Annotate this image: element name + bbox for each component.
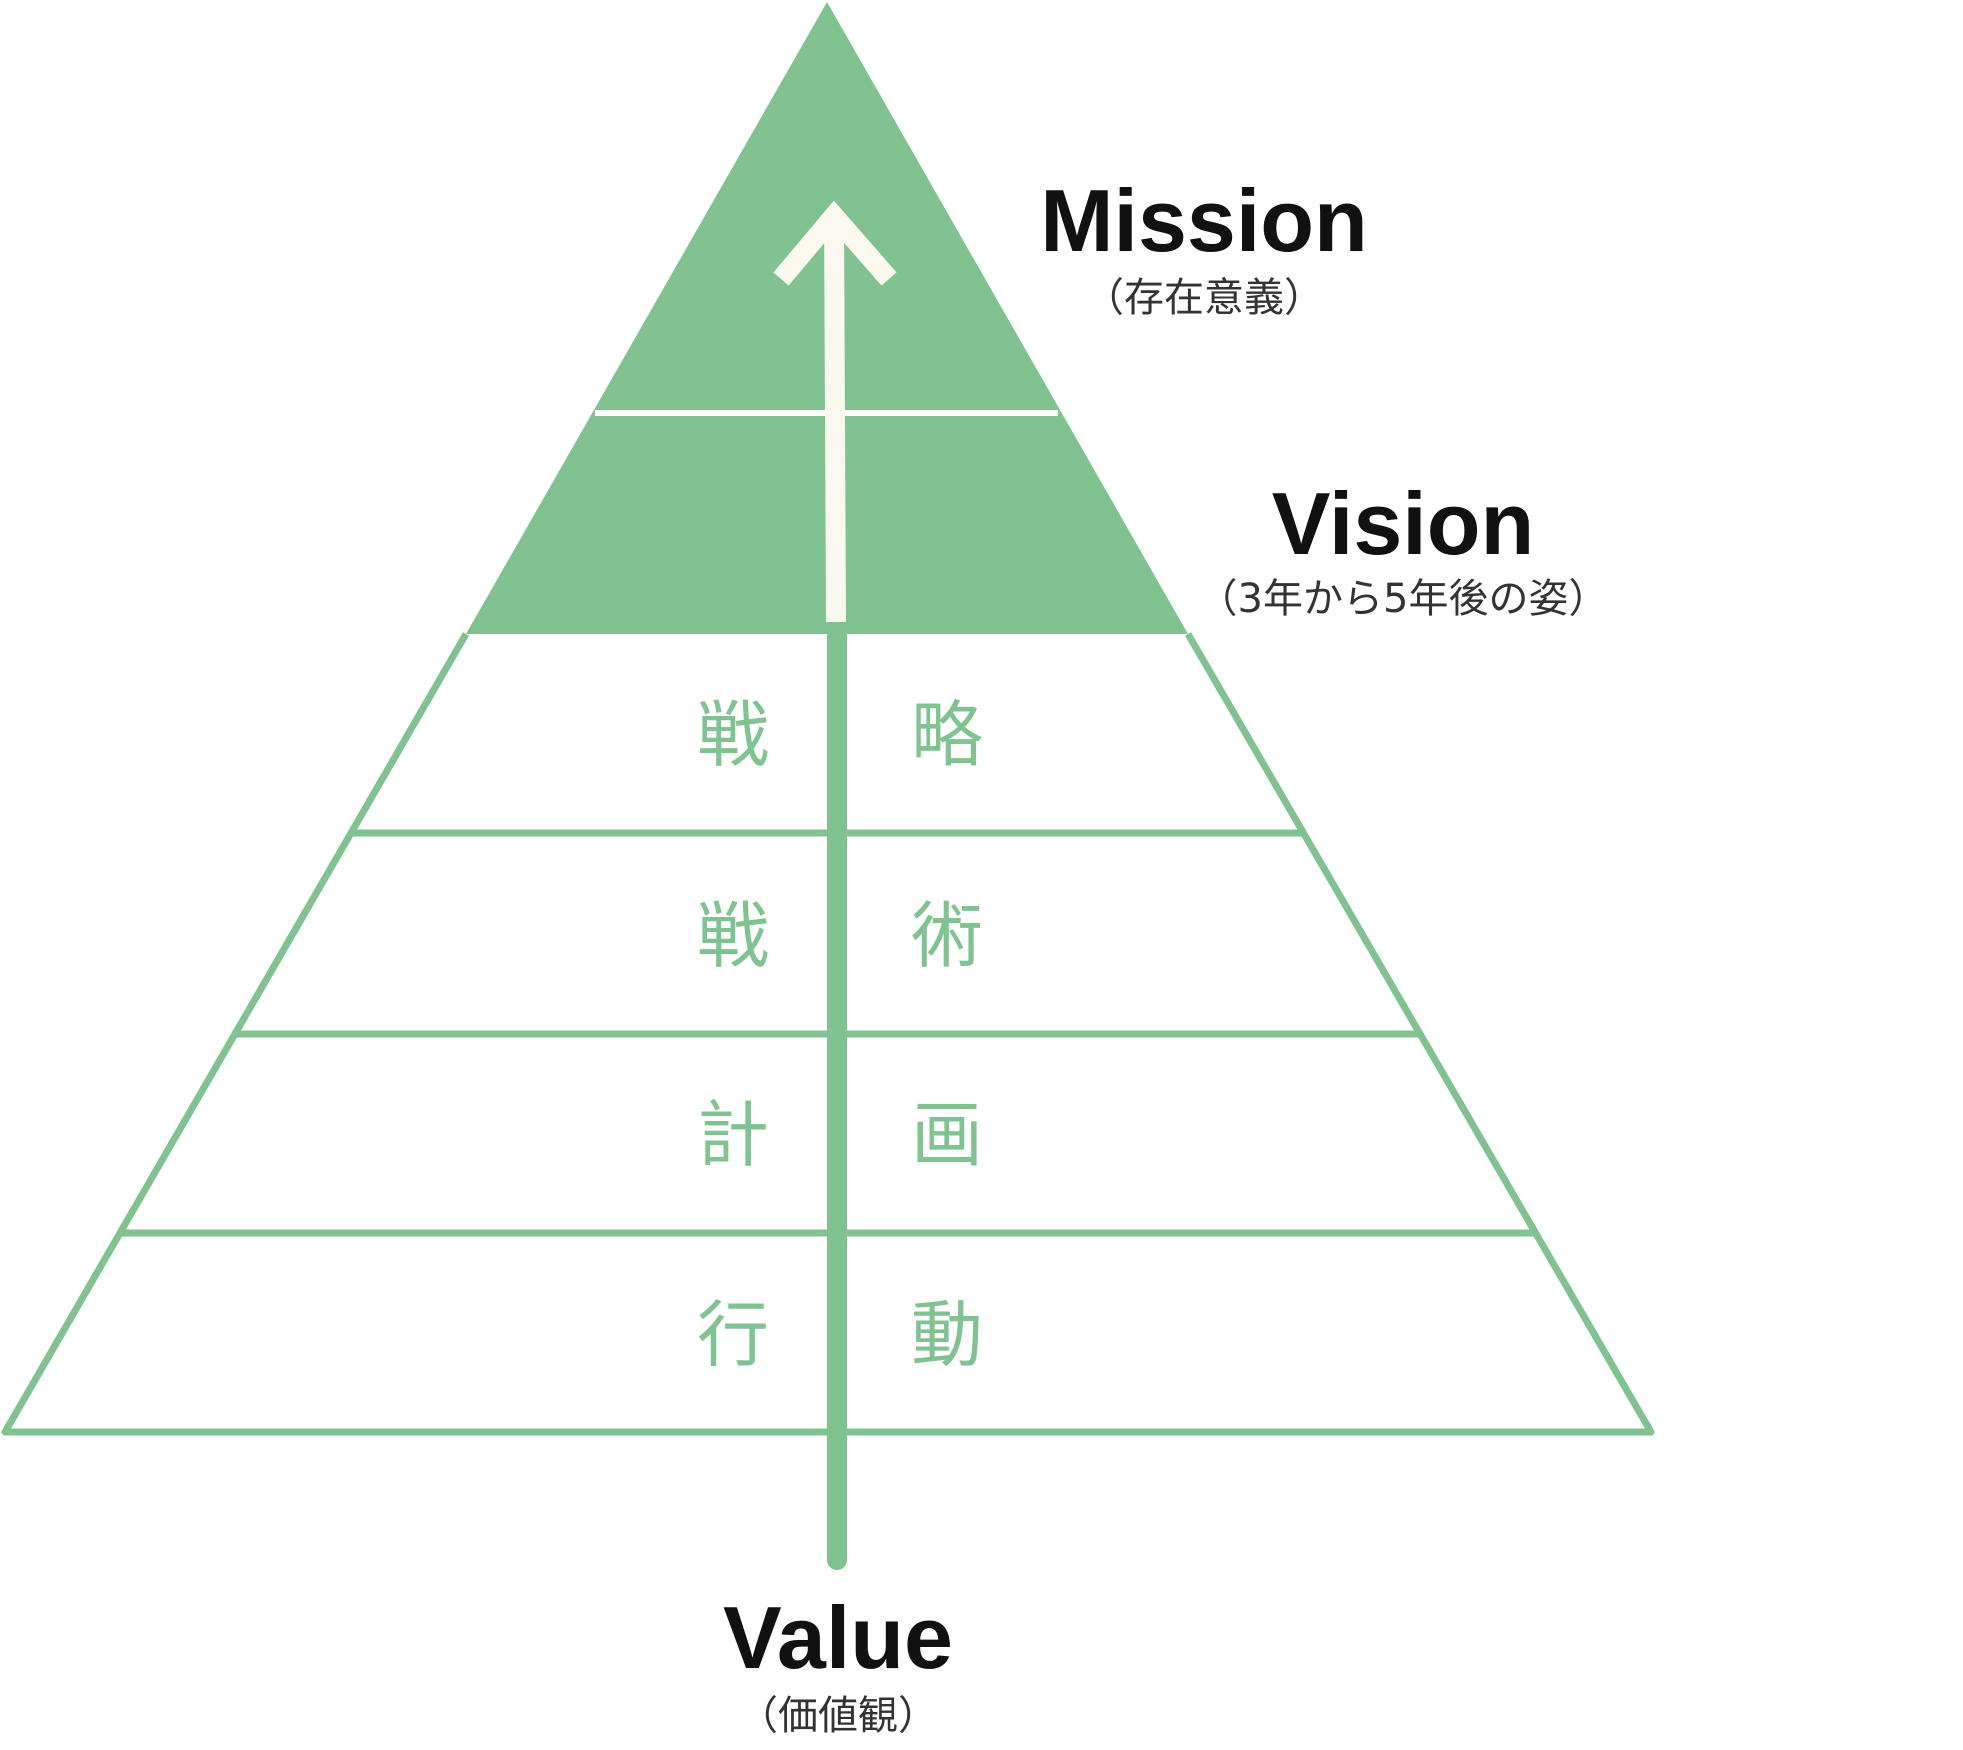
level-3-right-char: 画 bbox=[911, 1093, 983, 1177]
level-2-left-char: 戦 bbox=[697, 894, 769, 978]
vision-title: Vision bbox=[1272, 474, 1534, 573]
vision-subtitle: （3年から5年後の姿） bbox=[1198, 576, 1609, 622]
level-1-left-char: 戦 bbox=[697, 693, 769, 777]
upward-arrow-icon bbox=[773, 200, 897, 623]
mission-title: Mission bbox=[1040, 171, 1368, 270]
level-1-right-char: 略 bbox=[911, 693, 983, 777]
level-2-right-char: 術 bbox=[911, 894, 983, 978]
mission-subtitle: （存在意義） bbox=[1084, 275, 1324, 321]
value-title: Value bbox=[723, 1588, 953, 1687]
level-4-left-char: 行 bbox=[697, 1293, 769, 1377]
level-3-left-char: 計 bbox=[697, 1093, 769, 1177]
level-4-right-char: 動 bbox=[911, 1293, 983, 1377]
value-subtitle: （価値観） bbox=[738, 1693, 938, 1739]
